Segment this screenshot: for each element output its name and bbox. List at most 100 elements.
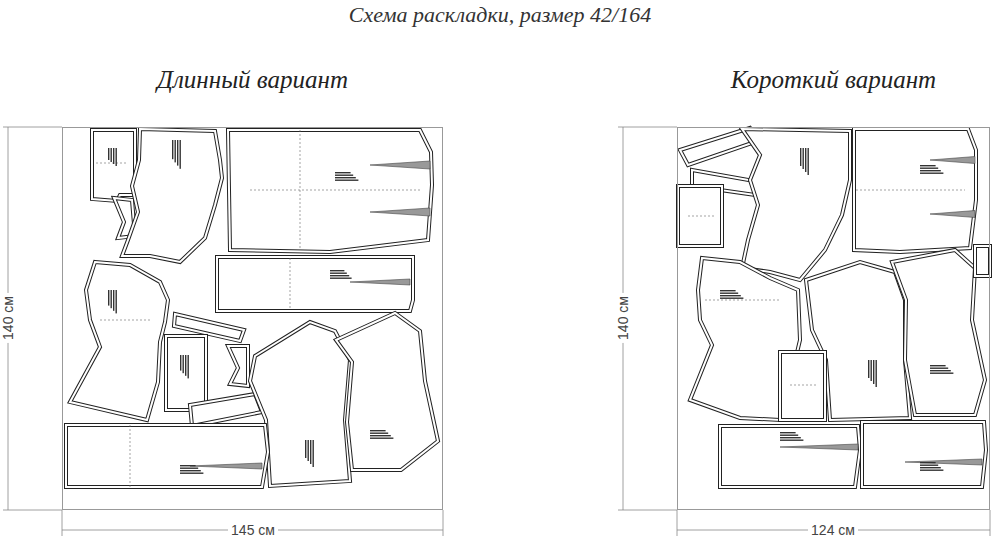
dimension-line (618, 510, 677, 511)
dart (905, 459, 982, 465)
pattern-piece (228, 346, 248, 386)
seam-allowance (217, 257, 413, 311)
marking (370, 430, 386, 431)
grain-line (250, 190, 420, 191)
grain-line (96, 163, 128, 164)
marking (177, 140, 178, 166)
grain-line (300, 130, 301, 250)
marking (330, 278, 352, 279)
dimension-line (3, 510, 62, 511)
marking (310, 440, 311, 464)
pattern-piece (336, 313, 438, 470)
dart (930, 157, 975, 164)
dart (350, 279, 410, 285)
pattern-piece (742, 129, 850, 280)
marking (111, 290, 112, 308)
seam-allowance (190, 394, 262, 426)
marking (780, 432, 796, 433)
marking (876, 360, 877, 387)
marking (920, 465, 938, 466)
marking (920, 173, 943, 174)
marking (871, 360, 872, 381)
seam-allowance (166, 336, 206, 410)
seam-allowance (92, 130, 135, 201)
seam-allowance (336, 313, 438, 470)
marking (305, 440, 306, 458)
seam-allowance (70, 262, 168, 420)
marking (330, 270, 344, 271)
dart (190, 463, 262, 469)
pattern-piece (70, 262, 168, 420)
marking (930, 368, 948, 369)
marking (780, 437, 801, 438)
grain-line (100, 320, 150, 321)
marking (313, 440, 314, 467)
marking (720, 290, 736, 291)
dart (780, 444, 858, 450)
pattern-piece (780, 352, 825, 420)
marking (180, 470, 201, 471)
marking (930, 370, 951, 371)
seam-allowance (892, 250, 985, 415)
marking (800, 148, 801, 166)
dimension-line (677, 510, 678, 536)
pattern-piece (92, 130, 135, 201)
dimension-label: 140 см (0, 293, 16, 343)
variant-heading: Короткий вариант (677, 66, 990, 94)
fabric-layout: Короткий вариант (677, 62, 990, 510)
fabric-frame (677, 127, 990, 510)
marking (180, 468, 198, 469)
marking (780, 435, 798, 436)
grain-line (290, 258, 291, 310)
marking (335, 177, 356, 178)
marking (780, 440, 803, 441)
marking (335, 172, 351, 173)
marking (330, 273, 347, 274)
marking (175, 140, 176, 162)
dimension-line (62, 510, 63, 536)
pattern-piece (862, 422, 986, 487)
pattern-piece (190, 394, 262, 426)
title: Схема раскладки, размер 42/164 (0, 2, 1000, 28)
seam-allowance (122, 129, 222, 262)
grain-line (790, 385, 818, 386)
dimension-line (443, 510, 444, 536)
pattern-piece (892, 250, 985, 415)
dart (370, 161, 430, 169)
marking (116, 148, 117, 166)
marking (920, 170, 941, 171)
pattern-piece (166, 336, 206, 410)
marking (111, 148, 112, 162)
pattern-piece (66, 425, 268, 487)
seam-allowance (975, 246, 990, 276)
marking (180, 465, 196, 466)
pattern-piece (678, 186, 722, 246)
pattern-piece (217, 257, 413, 311)
grain-line (130, 425, 131, 487)
marking (185, 355, 186, 376)
dimension-label: 124 см (808, 522, 858, 538)
marking (113, 290, 114, 311)
variant-heading: Длинный вариант (62, 66, 443, 94)
grain-line (688, 216, 716, 217)
marking (180, 140, 181, 169)
marking (180, 473, 203, 474)
marking (808, 148, 809, 175)
marking (108, 290, 109, 306)
marking (920, 462, 936, 463)
seam-allowance (678, 186, 722, 246)
marking (720, 293, 738, 294)
marking (370, 433, 388, 434)
seam-allowance (854, 129, 976, 252)
grain-line (705, 300, 780, 301)
marking (370, 438, 393, 439)
pattern-piece (975, 246, 990, 276)
marking (920, 467, 941, 468)
grain-line (856, 190, 965, 191)
marking (183, 355, 184, 373)
dart (930, 211, 975, 218)
seam-allowance (66, 425, 268, 487)
marking (116, 290, 117, 313)
dimension-line (3, 127, 62, 128)
marking (180, 355, 181, 371)
